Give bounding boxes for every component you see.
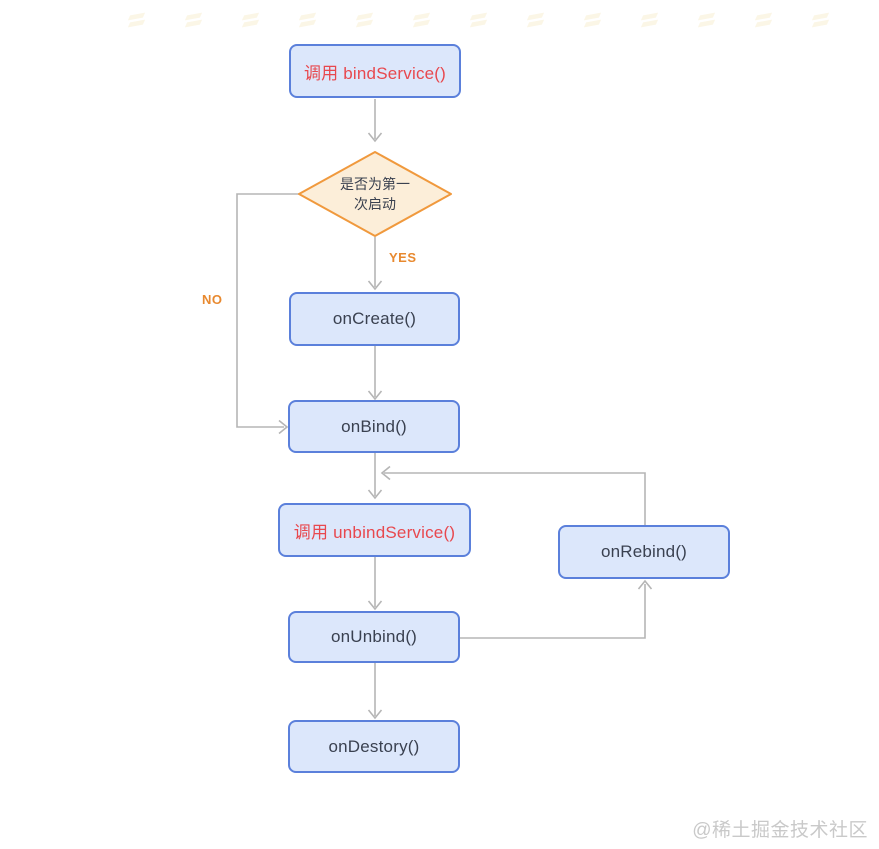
decision-label-line2: 次启动 — [354, 196, 396, 212]
node-onrebind: onRebind() — [558, 525, 730, 579]
arrowhead-down-onunbind — [367, 600, 383, 611]
arrowhead-down-ondestory — [367, 709, 383, 720]
node-ondestory-label: onDestory() — [328, 736, 420, 756]
node-ondestory: onDestory() — [288, 720, 460, 773]
node-unbind-service-label: 调用 unbindService() — [293, 522, 456, 542]
edge-onrebind-return — [384, 472, 646, 525]
node-bind-service-label: 调用 bindService() — [303, 63, 447, 83]
node-onrebind-label: onRebind() — [600, 542, 688, 561]
node-onbind-label: onBind() — [341, 416, 407, 436]
node-onunbind: onUnbind() — [288, 611, 460, 663]
arrowhead-down-oncreate — [367, 280, 383, 291]
decision-diamond — [298, 151, 452, 237]
node-onunbind-label: onUnbind() — [330, 627, 418, 646]
node-unbind-service: 调用 unbindService() — [278, 503, 471, 557]
arrowhead-left-merge — [380, 465, 391, 481]
arrowhead-up-onrebind — [637, 579, 653, 590]
edge-label-no: NO — [202, 292, 223, 307]
site-watermark: @稀土掘金技术社区 — [692, 820, 868, 841]
node-bind-service: 调用 bindService() — [289, 44, 461, 98]
edge-label-yes: YES — [389, 250, 417, 265]
node-oncreate: onCreate() — [289, 292, 460, 346]
edge-onunbind-to-onrebind — [460, 584, 646, 639]
decision-label: 是否为第一 次启动 — [299, 174, 451, 214]
arrowhead-right-onbind — [278, 419, 289, 435]
arrowhead-down-onbind — [367, 390, 383, 401]
arrowhead-down-unbindservice — [367, 489, 383, 500]
node-onbind: onBind() — [288, 400, 460, 453]
edge-decision-to-onbind-no — [236, 193, 299, 428]
decision-label-line1: 是否为第一 — [340, 176, 410, 192]
node-oncreate-label: onCreate() — [332, 309, 417, 328]
arrowhead-down-decision — [367, 132, 383, 143]
